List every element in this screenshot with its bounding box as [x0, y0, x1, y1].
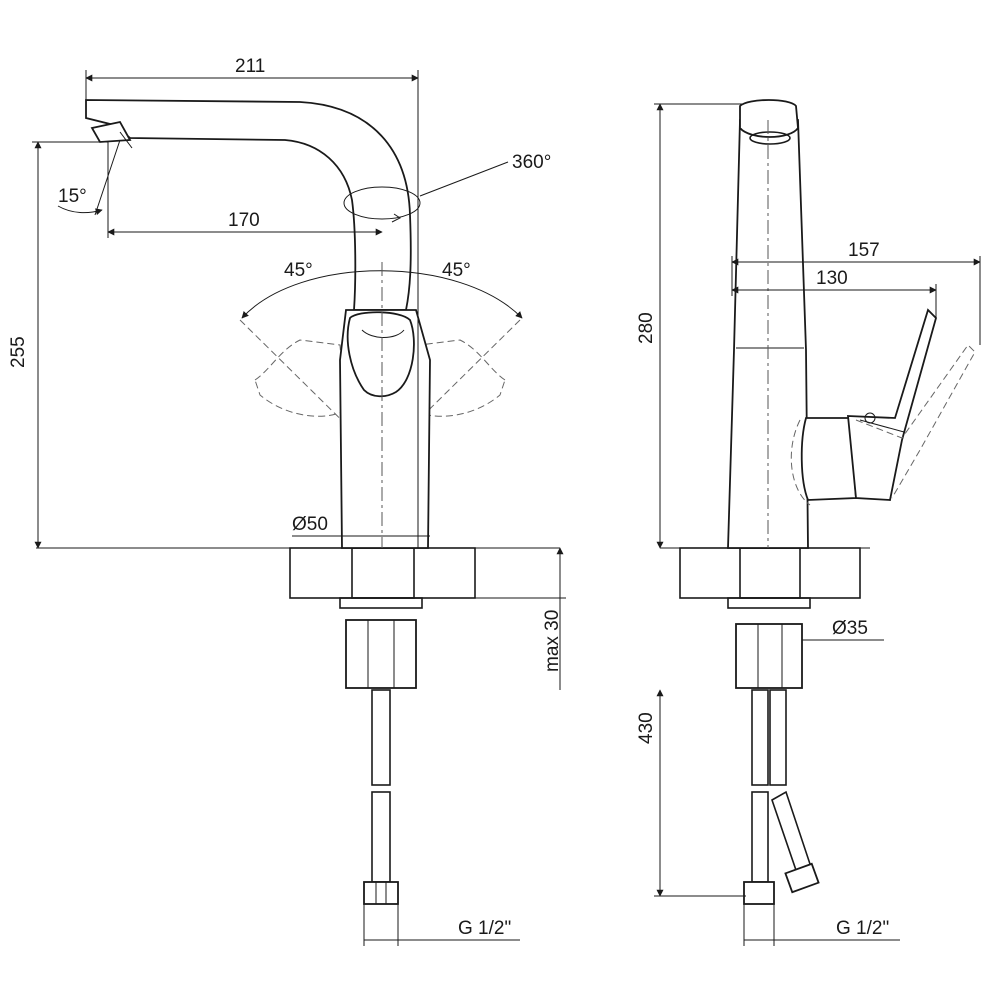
mount-washer-front [339, 597, 423, 609]
swivel-ring-icon [343, 186, 421, 220]
countertop-section-side [679, 547, 861, 599]
aerator [90, 120, 132, 143]
dim-base-diameter: Ø50 [292, 514, 328, 535]
hose-fitting-front [363, 881, 399, 905]
spout [85, 99, 412, 311]
hose-a-lower-side [751, 791, 769, 883]
dim-spout-center: 170 [228, 210, 260, 231]
aerator-side [749, 131, 791, 145]
dim-lever-left: 45° [284, 260, 313, 281]
hose-b-lower-side [771, 790, 813, 878]
dim-spout-total: 211 [235, 56, 265, 77]
hose-upper-front [371, 689, 391, 786]
lever-mount-side [800, 417, 857, 501]
dim-swivel: 360° [512, 152, 551, 173]
mount-nut-front [345, 619, 417, 689]
hose-fitting-side [743, 881, 775, 905]
dim-hose-thread-side: G 1/2" [836, 918, 889, 939]
dim-hose-thread-front: G 1/2" [458, 918, 511, 939]
lever-ghost-side [855, 344, 976, 499]
side-view: 280 157 130 430 Ø35 G 1/2" [636, 99, 981, 946]
mount-washer-side [727, 597, 811, 609]
dim-countertop-max: max 30 [542, 610, 563, 672]
dim-height-side: 280 [636, 312, 657, 344]
hose-fitting-side-b [784, 862, 820, 894]
dim-body-reach: 130 [816, 268, 848, 289]
dim-lever-reach: 157 [848, 240, 880, 261]
front-view: 211 170 255 15° 360° 45° 45° Ø50 max 30 … [8, 56, 566, 946]
dim-height-front: 255 [8, 336, 29, 368]
dim-hose-length: 430 [636, 712, 657, 744]
spout-head-side [739, 99, 799, 138]
mount-nut-side [735, 623, 803, 689]
lever-handle-side [847, 308, 938, 501]
dim-lever-right: 45° [442, 260, 471, 281]
dim-aerator-tilt: 15° [58, 186, 87, 207]
hose-lower-front [371, 791, 391, 883]
countertop-section-front [289, 547, 476, 599]
hose-b-upper-side [769, 689, 787, 786]
hose-a-upper-side [751, 689, 769, 786]
dim-mount-diameter: Ø35 [832, 618, 868, 639]
